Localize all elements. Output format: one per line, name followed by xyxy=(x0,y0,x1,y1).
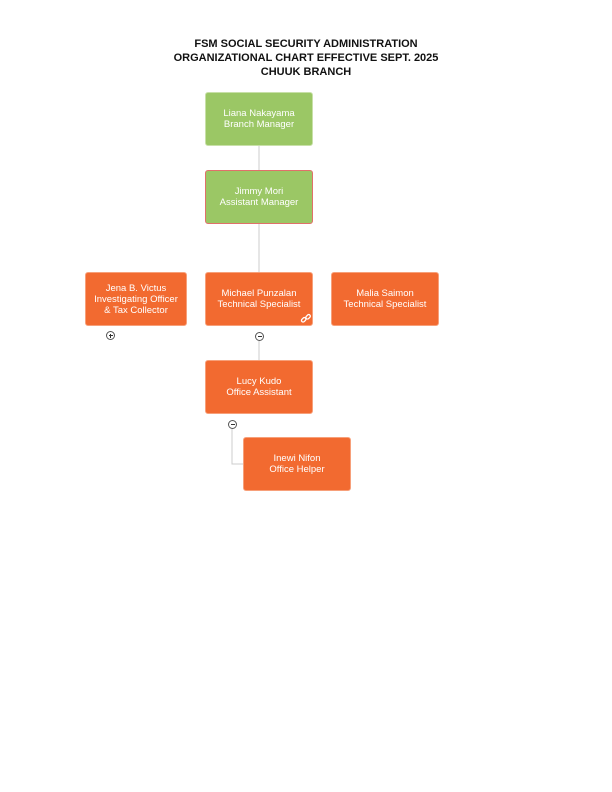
collapse-icon[interactable] xyxy=(228,420,237,429)
investigating-officer-role-1: Investigating Officer xyxy=(94,293,178,305)
node-branch-manager[interactable]: Liana Nakayama Branch Manager xyxy=(205,92,313,146)
assistant-manager-role: Assistant Manager xyxy=(219,197,299,208)
technical-specialist-1-role: Technical Specialist xyxy=(217,299,301,310)
title-line-2: ORGANIZATIONAL CHART EFFECTIVE SEPT. 202… xyxy=(173,52,439,64)
title-line-1: FSM SOCIAL SECURITY ADMINISTRATION xyxy=(194,38,418,50)
office-assistant-name: Lucy Kudo xyxy=(236,376,282,387)
link-icon[interactable] xyxy=(300,313,312,325)
investigating-officer-name: Jena B. Victus xyxy=(105,282,167,294)
office-helper-name: Inewi Nifon xyxy=(273,453,321,464)
title-line-3: CHUUK BRANCH xyxy=(260,66,352,78)
chart-title: FSM SOCIAL SECURITY ADMINISTRATION ORGAN… xyxy=(0,37,612,79)
node-office-helper[interactable]: Inewi Nifon Office Helper xyxy=(243,437,351,491)
node-office-assistant[interactable]: Lucy Kudo Office Assistant xyxy=(205,360,313,414)
collapse-icon[interactable] xyxy=(255,332,264,341)
node-technical-specialist-1[interactable]: Michael Punzalan Technical Specialist xyxy=(205,272,313,326)
investigating-officer-role-2: & Tax Collector xyxy=(104,304,168,316)
connector-assistant-helper xyxy=(231,429,243,465)
technical-specialist-2-role: Technical Specialist xyxy=(343,299,427,310)
technical-specialist-1-name: Michael Punzalan xyxy=(221,288,297,299)
node-assistant-manager[interactable]: Jimmy Mori Assistant Manager xyxy=(205,170,313,224)
node-technical-specialist-2[interactable]: Malia Saimon Technical Specialist xyxy=(331,272,439,326)
office-assistant-role: Office Assistant xyxy=(226,387,292,398)
office-helper-role: Office Helper xyxy=(269,464,325,475)
branch-manager-role: Branch Manager xyxy=(223,119,295,130)
branch-manager-name: Liana Nakayama xyxy=(223,108,295,119)
node-investigating-officer[interactable]: Jena B. Victus Investigating Officer & T… xyxy=(85,272,187,326)
assistant-manager-name: Jimmy Mori xyxy=(234,186,284,197)
expand-icon[interactable] xyxy=(106,331,115,340)
technical-specialist-2-name: Malia Saimon xyxy=(356,288,414,299)
